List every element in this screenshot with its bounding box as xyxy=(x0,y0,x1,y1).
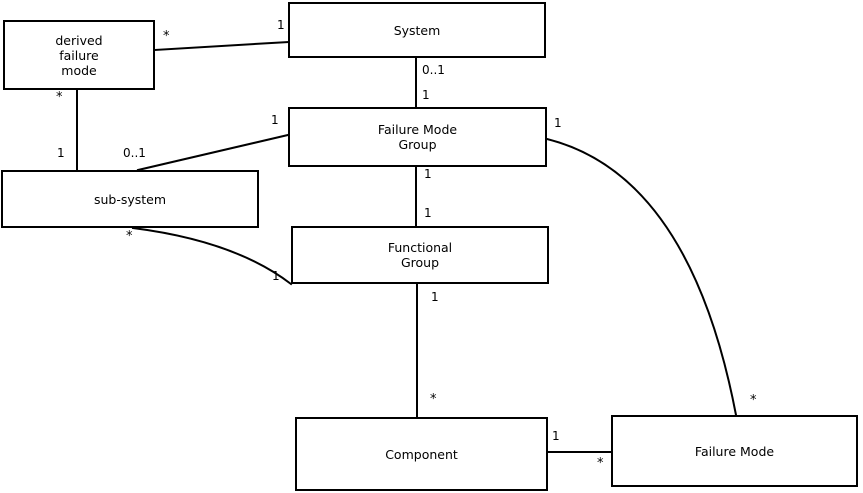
class-name-derived-failure-mode: derived failure mode xyxy=(55,32,103,78)
class-box-failure-mode[interactable]: Failure Mode xyxy=(611,415,858,487)
multiplicity-label: 1 xyxy=(431,290,439,304)
class-box-system[interactable]: System xyxy=(288,2,546,58)
multiplicity-label: 0..1 xyxy=(123,146,146,160)
class-box-failure-mode-group[interactable]: Failure Mode Group xyxy=(288,107,547,167)
class-name-sub-system: sub-system xyxy=(93,191,167,207)
association-sub-system-functional-group xyxy=(131,226,293,286)
multiplicity-label: * xyxy=(126,229,133,244)
multiplicity-label: 1 xyxy=(277,18,285,32)
multiplicity-label: * xyxy=(597,456,604,471)
multiplicity-label: 1 xyxy=(272,269,280,283)
association-derived-failure-mode-system xyxy=(153,40,290,52)
multiplicity-label: * xyxy=(163,29,170,44)
class-box-functional-group[interactable]: Functional Group xyxy=(291,226,549,284)
class-name-failure-mode-group: Failure Mode Group xyxy=(377,122,458,152)
class-name-system: System xyxy=(393,22,441,38)
class-name-component: Component xyxy=(385,446,458,462)
association-sub-system-failure-mode-group xyxy=(136,133,290,172)
multiplicity-label: * xyxy=(430,392,437,407)
multiplicity-label: 1 xyxy=(554,116,562,130)
class-box-component[interactable]: Component xyxy=(295,417,548,491)
multiplicity-label: * xyxy=(56,90,63,105)
multiplicity-label: 1 xyxy=(271,113,279,127)
multiplicity-label: 1 xyxy=(57,146,65,160)
multiplicity-label: 1 xyxy=(422,88,430,102)
multiplicity-label: 1 xyxy=(424,167,432,181)
class-box-sub-system[interactable]: sub-system xyxy=(1,170,259,228)
multiplicity-label: * xyxy=(750,393,757,408)
class-name-functional-group: Functional Group xyxy=(387,240,453,270)
multiplicity-label: 1 xyxy=(424,206,432,220)
multiplicity-label: 1 xyxy=(552,429,560,443)
multiplicity-label: 0..1 xyxy=(422,63,445,77)
association-failure-mode-group-failure-mode xyxy=(545,137,738,417)
class-box-derived-failure-mode[interactable]: derived failure mode xyxy=(3,20,155,90)
class-name-failure-mode: Failure Mode xyxy=(694,443,775,459)
